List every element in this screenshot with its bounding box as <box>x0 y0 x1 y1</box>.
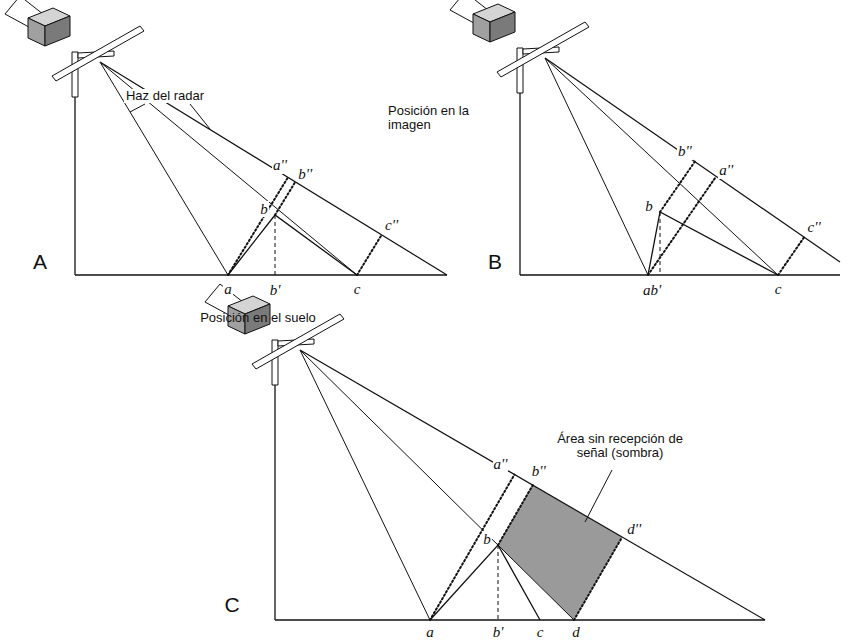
radar-beam <box>100 62 357 275</box>
ground-line <box>75 274 447 275</box>
point-label: ab' <box>642 282 662 299</box>
point-label: a'' <box>272 157 288 174</box>
image-plane-beam <box>545 58 840 262</box>
radar-beam <box>300 350 574 620</box>
radar-beam <box>545 58 778 275</box>
aircraft-wing <box>497 22 589 77</box>
aircraft-antenna <box>450 0 589 275</box>
range-projection <box>228 177 288 275</box>
vertical-projection <box>498 545 499 620</box>
radar-beam <box>100 62 228 275</box>
radar-geometry-panel <box>205 284 765 620</box>
terrain-ridge <box>648 212 778 275</box>
radar-box-side <box>490 12 515 42</box>
point-label: c <box>536 624 545 641</box>
ground-position-note: Posición en el suelo <box>200 311 316 325</box>
radar-geometry-panel <box>5 0 447 275</box>
range-projection <box>778 237 804 275</box>
ground-line <box>520 274 840 275</box>
radar-geometry-panel <box>450 0 840 275</box>
aircraft-strut <box>272 340 278 385</box>
point-label: a <box>223 281 233 298</box>
nadir-line <box>274 380 275 620</box>
radar-beam <box>545 58 648 275</box>
radar-shadow-area <box>498 485 622 620</box>
panel-letter: C <box>224 593 239 616</box>
aircraft-antenna <box>5 0 144 275</box>
point-label: b'' <box>297 166 313 183</box>
range-projection <box>648 176 716 275</box>
point-label: c'' <box>384 217 399 234</box>
leader-line <box>130 104 145 112</box>
range-projection <box>498 485 533 545</box>
aircraft-antenna <box>205 284 344 620</box>
shadow-annotation: Área sin recepción de señal (sombra) <box>545 432 695 461</box>
point-label: c <box>774 281 783 298</box>
leader-line <box>190 104 210 129</box>
image-plane-beam <box>300 350 765 620</box>
point-label: d <box>571 624 581 641</box>
radar-box-side <box>45 16 70 46</box>
range-projection <box>574 537 622 620</box>
aircraft-strut <box>72 52 78 97</box>
point-label: a <box>425 624 435 641</box>
point-label: b' <box>492 624 505 641</box>
point-label: d'' <box>626 521 642 538</box>
image-position-note: Posición en la imagen <box>388 104 478 133</box>
point-label: b <box>482 531 492 548</box>
range-projection <box>357 235 382 275</box>
point-label: b'' <box>531 463 547 480</box>
point-label: b'' <box>677 143 693 160</box>
range-projection <box>275 182 295 215</box>
range-projection <box>660 162 695 212</box>
point-label: c'' <box>807 219 822 236</box>
point-label: a'' <box>718 162 734 179</box>
point-label: c <box>353 281 362 298</box>
point-label: b <box>644 198 654 215</box>
point-label: b' <box>269 282 282 299</box>
point-label: b <box>259 201 269 218</box>
leader-line <box>585 470 612 522</box>
terrain-ridge <box>430 545 540 620</box>
range-projection <box>430 475 514 620</box>
radar-box-front <box>473 14 490 42</box>
ground-line <box>275 619 765 620</box>
radar-box-front <box>28 18 45 46</box>
vertical-projection <box>275 215 276 275</box>
point-label: a'' <box>493 456 509 473</box>
panel-letter: A <box>33 250 47 273</box>
nadir-line <box>519 88 520 275</box>
vertical-projection <box>660 212 661 275</box>
panel-letter: B <box>488 250 502 273</box>
nadir-line <box>74 92 75 275</box>
aircraft-wing <box>52 26 144 81</box>
beam-annotation: Haz del radar <box>124 89 206 103</box>
image-plane-beam <box>100 62 447 275</box>
aircraft-strut <box>517 48 523 93</box>
radar-beam <box>300 350 430 620</box>
